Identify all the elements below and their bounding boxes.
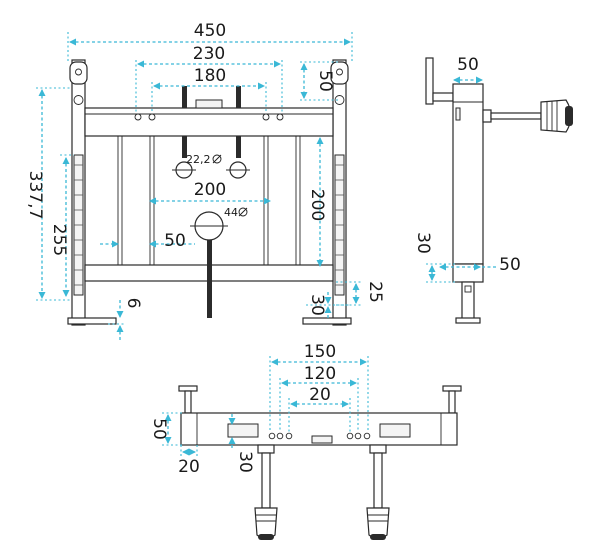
top-rail-plate	[195, 99, 223, 109]
top-rail	[84, 107, 334, 137]
dim-230: 230	[193, 44, 225, 64]
top-dim-30: 30	[235, 451, 255, 473]
top-dim-20: 20	[309, 385, 331, 405]
top-view	[178, 385, 462, 540]
top-dim-150: 150	[304, 342, 336, 362]
side-bracket-arm	[432, 92, 454, 102]
side-leg	[461, 281, 475, 323]
top-frame-plate	[311, 435, 333, 444]
dim-50-offset: 50	[164, 231, 186, 251]
top-right-leg-cap	[366, 507, 390, 540]
left-top-bracket	[69, 61, 88, 85]
side-dim-30: 30	[413, 232, 433, 254]
side-view	[425, 57, 573, 324]
top-left-leg-collar	[257, 444, 275, 454]
side-dim-50-bottom: 50	[499, 255, 521, 275]
dim-450: 450	[194, 21, 226, 41]
dim-22-2: 22,2	[186, 153, 211, 166]
top-dim-120: 120	[304, 364, 336, 384]
top-right-leg-collar	[369, 444, 387, 454]
top-right-bracket	[442, 385, 462, 392]
side-leg-foot	[455, 317, 481, 324]
top-left-leg-cap	[254, 507, 278, 540]
rod-right	[236, 86, 241, 108]
dim-200-horizontal: 200	[194, 180, 226, 200]
top-view-dimensions: 150 120 20 50 20 30	[149, 342, 369, 477]
top-dim-20-leg: 20	[178, 457, 200, 477]
diameter-icon-small	[212, 154, 222, 164]
top-left-leg	[261, 452, 271, 509]
diameter-icon-large	[238, 207, 248, 217]
side-pipe-collar	[482, 109, 492, 123]
drain-rod	[207, 240, 212, 318]
side-wall-bracket	[425, 57, 434, 105]
top-frame-slot-right	[379, 423, 411, 438]
top-left-bracket	[178, 385, 198, 392]
dim-200-vertical: 200	[307, 189, 327, 221]
dim-255: 255	[49, 224, 69, 256]
rod-left	[182, 86, 187, 108]
dim-50-top: 50	[315, 70, 335, 92]
dim-44: 44	[224, 206, 238, 219]
dim-180: 180	[194, 66, 226, 86]
front-view-dimensions: 450 230 180 50 337,7 255 200 200 22,2	[25, 21, 385, 340]
top-frame-slot-left	[227, 423, 259, 438]
dim-6: 6	[123, 298, 143, 309]
side-dim-50-top: 50	[457, 55, 479, 75]
right-top-bracket	[330, 61, 349, 85]
dim-25: 25	[365, 281, 385, 303]
dim-337-7: 337,7	[25, 171, 45, 220]
side-drain-pipe	[490, 112, 542, 120]
right-foot	[302, 317, 352, 325]
front-view	[67, 59, 352, 326]
top-dim-50: 50	[149, 418, 169, 440]
dim-30-foot: 30	[307, 294, 327, 316]
top-right-leg	[373, 452, 383, 509]
left-foot	[67, 317, 117, 325]
side-view-dimensions: 50 50 30	[413, 55, 521, 283]
